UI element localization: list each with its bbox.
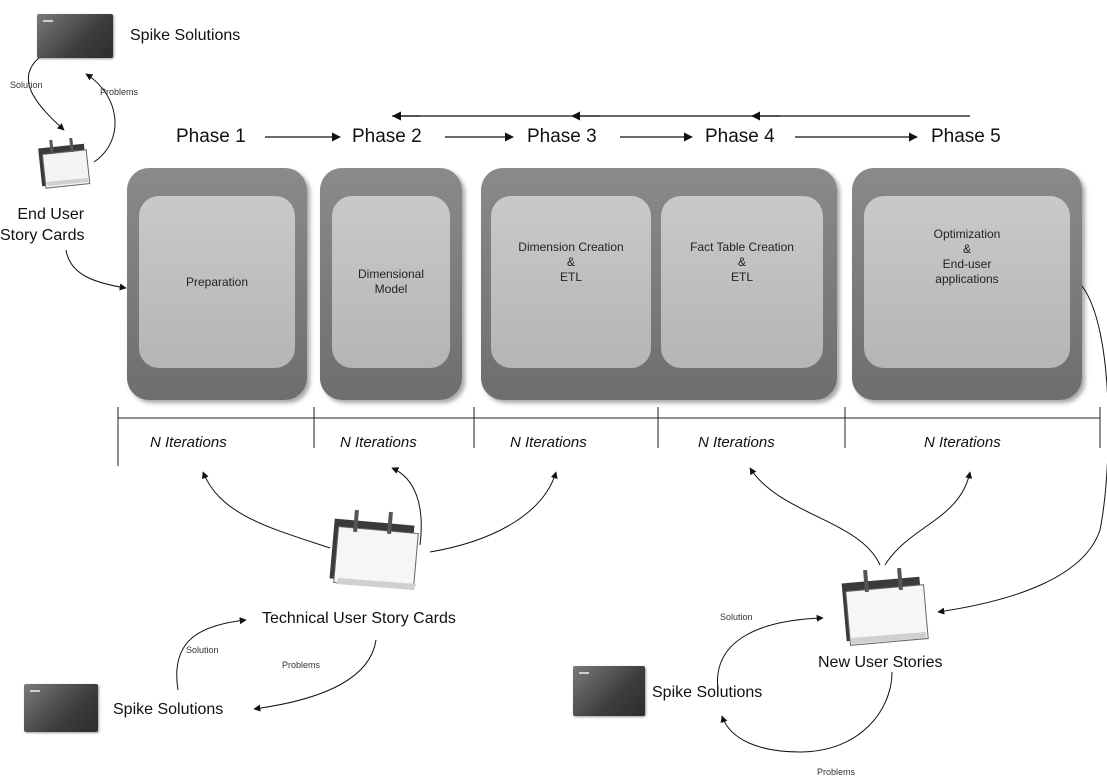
solution-label-bottom-left: Solution [186, 645, 219, 655]
phase-1-box: Preparation [127, 168, 307, 400]
spike-card-bottom-left-icon [24, 684, 98, 732]
optimization-line-3: End-user [934, 257, 1001, 272]
dimensional-model-box: Dimensional Model [332, 196, 450, 368]
spike-solutions-top-label: Spike Solutions [130, 27, 240, 45]
phase-2-box: Dimensional Model [320, 168, 462, 400]
solution-arrow-bottom-left [177, 620, 246, 690]
dimension-creation-box: Dimension Creation & ETL [491, 196, 651, 368]
optimization-line-1: Optimization [934, 227, 1001, 242]
problems-label-bottom-right: Problems [817, 767, 855, 777]
phase-3-4-box: Dimension Creation & ETL Fact Table Crea… [481, 168, 837, 400]
iteration-label-2: N Iterations [340, 434, 417, 451]
iteration-label-3: N Iterations [510, 434, 587, 451]
problems-label-top: Problems [100, 87, 138, 97]
dimension-creation-line-3: ETL [518, 270, 623, 285]
spike-card-icon [37, 14, 113, 58]
dimensional-model-line-1: Dimensional [358, 267, 424, 282]
fact-table-creation-box: Fact Table Creation & ETL [661, 196, 823, 368]
new-stories-to-iter5-arrow [885, 472, 970, 565]
technical-to-iter3-arrow [430, 472, 556, 552]
technical-user-story-cards-icon [326, 508, 426, 596]
phase-3-label: Phase 3 [527, 126, 597, 148]
spike-card-bottom-right-icon [573, 666, 645, 716]
fact-table-creation-line-3: ETL [690, 270, 794, 285]
solution-arrow-bottom-right [717, 618, 823, 690]
dimension-creation-line-1: Dimension Creation [518, 240, 623, 255]
iteration-label-5: N Iterations [924, 434, 1001, 451]
dimensional-model-line-2: Model [358, 282, 424, 297]
solution-label-top: Solution [10, 80, 43, 90]
iteration-label-1: N Iterations [150, 434, 227, 451]
preparation-text: Preparation [186, 275, 248, 290]
solution-label-bottom-right: Solution [720, 612, 753, 622]
phase-4-label: Phase 4 [705, 126, 775, 148]
phase-5-box: Optimization & End-user applications [852, 168, 1082, 400]
problems-label-bottom-left: Problems [282, 660, 320, 670]
end-user-cards-to-preparation-arrow [66, 250, 126, 288]
end-user-story-cards-label: End User Story Cards [17, 204, 84, 246]
spike-solutions-bottom-right-label: Spike Solutions [652, 684, 762, 702]
optimization-box: Optimization & End-user applications [864, 196, 1070, 368]
end-user-line-1: End User [17, 204, 84, 225]
solution-arrow-top [28, 57, 64, 130]
fact-table-creation-line-1: Fact Table Creation [690, 240, 794, 255]
iteration-label-4: N Iterations [698, 434, 775, 451]
optimization-line-4: applications [934, 272, 1001, 287]
phase-1-label: Phase 1 [176, 126, 246, 148]
technical-to-iter1-arrow [203, 472, 330, 548]
dimension-creation-line-2: & [518, 255, 623, 270]
spike-solutions-bottom-left-label: Spike Solutions [113, 701, 223, 719]
optimization-line-2: & [934, 242, 1001, 257]
problems-arrow-bottom-left [254, 640, 376, 709]
end-user-line-2: Story Cards [0, 225, 84, 246]
new-user-stories-icon [838, 568, 934, 650]
fact-table-creation-line-2: & [690, 255, 794, 270]
phase-5-label: Phase 5 [931, 126, 1001, 148]
technical-user-story-cards-label: Technical User Story Cards [262, 610, 456, 628]
new-stories-to-iter4-arrow [750, 468, 880, 565]
preparation-box: Preparation [139, 196, 295, 368]
new-user-stories-label: New User Stories [818, 654, 942, 672]
phase-2-label: Phase 2 [352, 126, 422, 148]
end-user-story-cards-icon [36, 138, 96, 194]
